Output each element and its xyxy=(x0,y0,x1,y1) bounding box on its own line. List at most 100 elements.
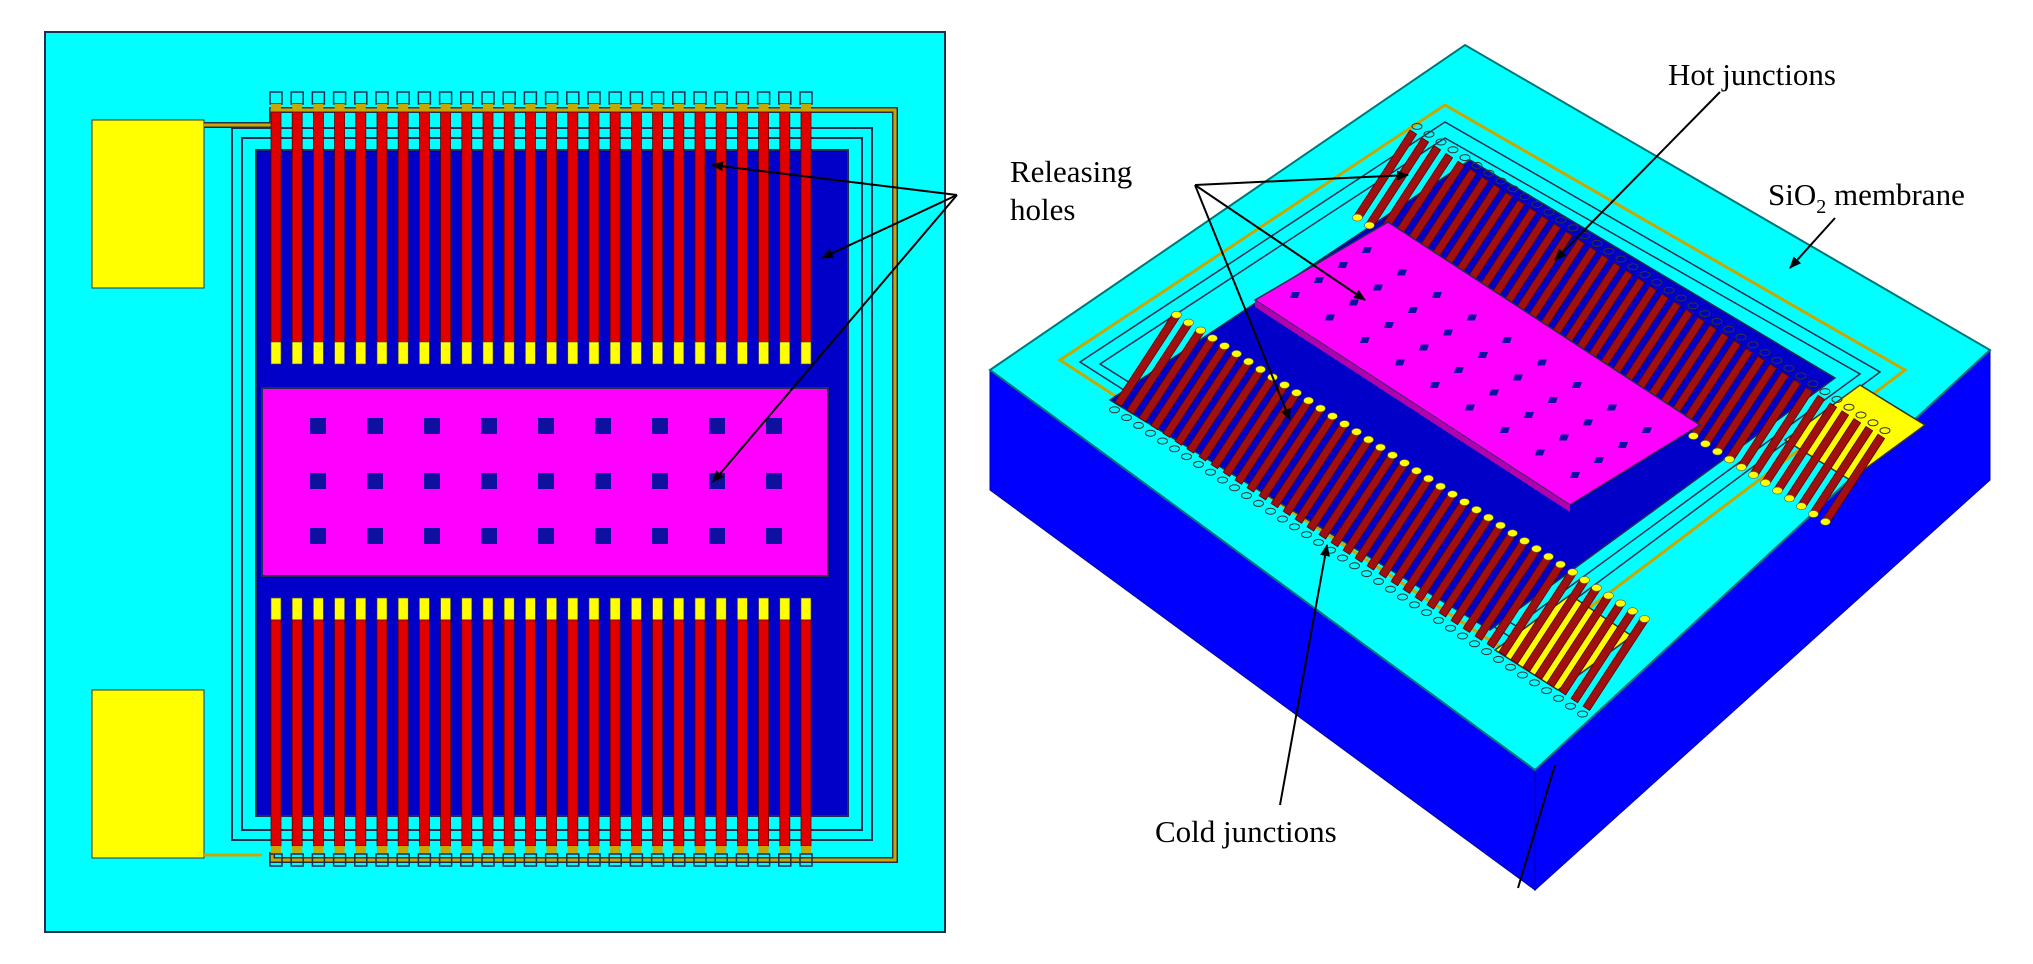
junction-metal xyxy=(631,104,642,112)
contact-3d xyxy=(1183,318,1194,327)
poly-strip xyxy=(334,619,346,847)
releasing-hole xyxy=(595,528,611,544)
contact-3d xyxy=(1471,506,1482,514)
cold-contact xyxy=(588,341,600,365)
tab-3d xyxy=(1181,453,1193,461)
tab-3d xyxy=(1265,507,1277,515)
poly-strip xyxy=(715,111,727,343)
tab-3d xyxy=(1783,364,1795,372)
cold-contact xyxy=(546,341,557,365)
label-releasing-holes-line1: Releasing xyxy=(1010,154,1132,189)
poly-strip xyxy=(673,111,685,343)
layout-top-view xyxy=(44,31,946,933)
tab-3d xyxy=(1747,341,1759,349)
cold-contact xyxy=(631,597,642,621)
junction-metal xyxy=(652,846,663,854)
releasing-hole xyxy=(595,473,611,489)
contact-3d xyxy=(1820,518,1831,526)
contact-3d xyxy=(1459,498,1470,506)
contact-3d xyxy=(1507,529,1518,538)
poly-strip xyxy=(334,111,346,343)
releasing-hole-3d xyxy=(1324,314,1336,321)
tab-3d xyxy=(1481,648,1493,656)
cold-contact xyxy=(270,341,282,365)
tab-3d xyxy=(1423,130,1435,138)
tab-3d xyxy=(1241,492,1253,500)
frame-loop-1 xyxy=(1057,103,1908,662)
releasing-hole-3d xyxy=(1429,382,1441,388)
junction-metal xyxy=(673,846,684,854)
sio2-suffix: membrane xyxy=(1826,177,1965,212)
junction-tab xyxy=(672,853,686,867)
tab-3d xyxy=(1831,395,1843,403)
tab-3d xyxy=(1471,161,1483,169)
releasing-hole-3d xyxy=(1488,389,1500,396)
contact-3d xyxy=(1543,552,1554,561)
cold-contact xyxy=(631,341,642,365)
poly-strip xyxy=(609,111,621,343)
releasing-hole xyxy=(310,528,326,544)
releasing-hole xyxy=(424,473,440,489)
contact-3d xyxy=(1808,510,1819,518)
tab-3d xyxy=(1337,554,1349,562)
contact-3d xyxy=(1375,443,1386,452)
poly-strip xyxy=(588,111,600,343)
tab-3d xyxy=(1519,193,1531,201)
tab-3d xyxy=(1627,263,1639,271)
tab-3d xyxy=(1373,577,1385,585)
junction-tab xyxy=(650,853,665,867)
junction-metal xyxy=(546,846,557,854)
releasing-hole-3d xyxy=(1569,472,1580,478)
contact-3d xyxy=(1447,490,1458,499)
poly-strip xyxy=(376,619,388,847)
cold-contact xyxy=(567,597,579,621)
cold-contact xyxy=(673,341,685,365)
cold-contact xyxy=(758,597,769,621)
releasing-hole xyxy=(766,528,782,544)
contact-3d xyxy=(1748,471,1759,479)
junction-tab xyxy=(544,853,559,867)
poly-strip xyxy=(758,111,769,343)
junction-metal xyxy=(525,104,536,112)
junction-metal xyxy=(419,846,430,854)
poly-strip xyxy=(291,111,303,343)
junction-tab xyxy=(269,853,283,867)
cold-contact xyxy=(270,597,282,621)
releasing-hole-3d xyxy=(1383,322,1395,328)
tab-3d xyxy=(1591,239,1603,247)
junction-metal xyxy=(440,846,451,854)
releasing-hole xyxy=(709,473,725,489)
poly-strip xyxy=(758,619,769,847)
label-hot-junctions: Hot junctions xyxy=(1668,57,1836,92)
contact-3d xyxy=(1231,350,1242,358)
junction-metal xyxy=(504,104,515,112)
contact-3d xyxy=(1531,545,1542,553)
poly-strip xyxy=(567,619,579,847)
heat-absorber-3d xyxy=(1253,221,1702,506)
junction-metal xyxy=(567,104,578,112)
tab-3d xyxy=(1603,247,1615,255)
cold-contact xyxy=(694,341,706,365)
poly-strip xyxy=(355,111,367,343)
junction-tab xyxy=(311,853,326,867)
releasing-hole-3d xyxy=(1407,307,1418,313)
junction-tab xyxy=(417,853,432,867)
tab-3d xyxy=(1843,403,1855,411)
contact-3d xyxy=(1615,599,1626,608)
tab-3d xyxy=(1483,169,1495,177)
contact-3d xyxy=(1772,486,1783,495)
cold-contact xyxy=(313,341,324,365)
releasing-hole-3d xyxy=(1313,277,1324,283)
tab-3d xyxy=(1723,325,1735,333)
junction-metal xyxy=(334,846,345,854)
arrow-sio2 xyxy=(1789,217,1836,269)
contact-3d xyxy=(1483,513,1494,522)
contact-3d xyxy=(1387,451,1398,460)
tab-3d xyxy=(1313,538,1325,546)
releasing-hole-3d xyxy=(1431,292,1443,298)
releasing-hole xyxy=(652,418,668,434)
contact-3d xyxy=(1411,467,1422,475)
junction-metal xyxy=(292,846,303,854)
poly-strip xyxy=(397,111,409,343)
poly-strip xyxy=(397,619,409,847)
